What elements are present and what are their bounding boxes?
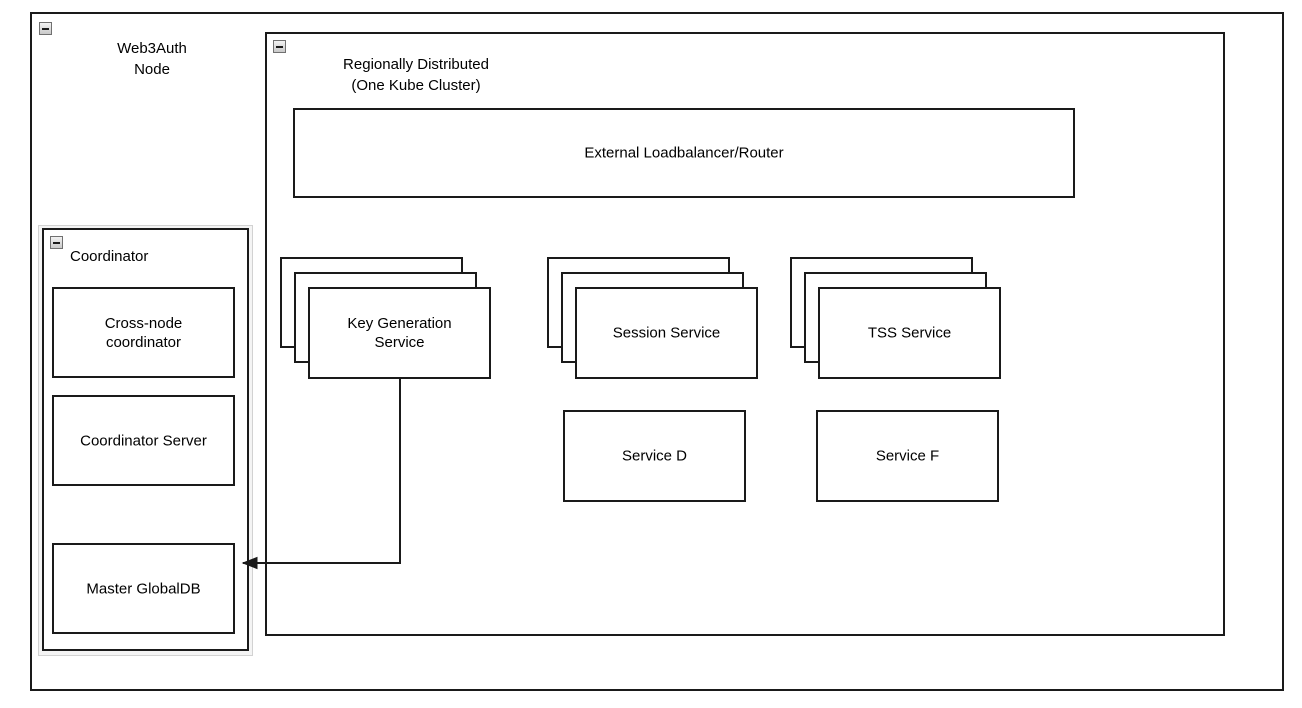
regional-cluster-title: Regionally Distributed (One Kube Cluster… [343, 56, 489, 94]
service-f-label: Service F [875, 447, 940, 465]
tss-service-box[interactable]: TSS Service [818, 287, 1001, 379]
coordinator-title: Coordinator [70, 248, 149, 265]
tss-service-label: TSS Service [867, 324, 952, 342]
master-globaldb-box[interactable]: Master GlobalDB [52, 543, 235, 634]
service-f-box[interactable]: Service F [816, 410, 999, 502]
master-globaldb-label: Master GlobalDB [86, 580, 201, 597]
collapse-minus-icon[interactable] [50, 236, 63, 249]
web3auth-node-title: Web3Auth Node [117, 40, 187, 78]
cross-node-coordinator-label: Cross-node coordinator [104, 314, 183, 351]
external-loadbalancer-box[interactable]: External Loadbalancer/Router [293, 108, 1075, 198]
collapse-minus-icon[interactable] [39, 22, 52, 35]
coordinator-server-label: Coordinator Server [80, 432, 207, 449]
collapse-minus-icon[interactable] [273, 40, 286, 53]
service-d-box[interactable]: Service D [563, 410, 746, 502]
coordinator-server-box[interactable]: Coordinator Server [52, 395, 235, 486]
cross-node-coordinator-box[interactable]: Cross-node coordinator [52, 287, 235, 378]
session-service-box[interactable]: Session Service [575, 287, 758, 379]
external-loadbalancer-label: External Loadbalancer/Router [584, 144, 784, 162]
session-service-label: Session Service [612, 324, 721, 342]
key-generation-service-label: Key Generation Service [347, 315, 452, 351]
key-generation-service-box[interactable]: Key Generation Service [308, 287, 491, 379]
service-d-label: Service D [621, 447, 688, 465]
